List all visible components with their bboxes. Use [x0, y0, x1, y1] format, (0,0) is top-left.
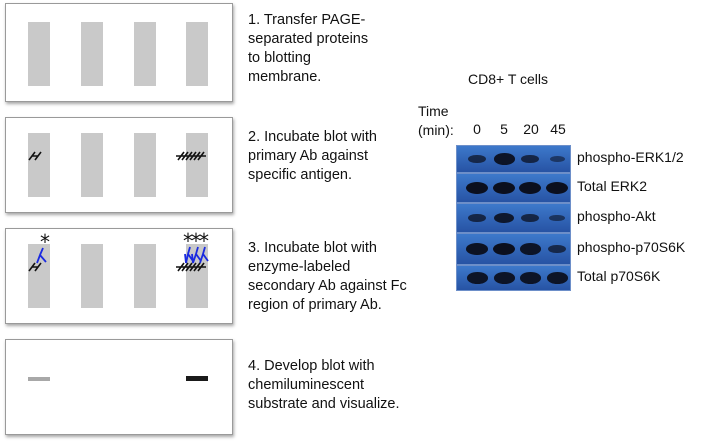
blot-strip: [456, 173, 571, 203]
blot-band: [546, 182, 568, 194]
gel-lane: [134, 133, 156, 197]
blot-row-label: phospho-p70S6K: [577, 239, 686, 255]
step-line: to blotting: [248, 50, 311, 66]
time-point-label: 20: [523, 121, 539, 137]
step-line: membrane.: [248, 69, 322, 85]
blot-band: [493, 243, 515, 255]
time-point-label: 0: [473, 121, 481, 137]
time-axis-label: Time (min):: [418, 102, 454, 140]
step-line: 4. Develop blot with: [248, 358, 375, 374]
step-4-text: 4. Develop blot with chemiluminescent su…: [248, 357, 458, 414]
gel-lane: [186, 22, 208, 86]
blot-band: [519, 182, 541, 194]
blot-band: [493, 153, 515, 165]
blot-band: [549, 155, 565, 163]
primary-antibody-icon: [176, 151, 206, 161]
gel-lane: [81, 22, 103, 86]
blot-row-label: Total p70S6K: [577, 268, 661, 284]
blot-band: [519, 272, 541, 284]
gel-lane: [134, 22, 156, 86]
step-line: substrate and visualize.: [248, 396, 400, 412]
gel-lane: [28, 22, 50, 86]
blot-band: [521, 154, 539, 164]
step-2-text: 2. Incubate blot with primary Ab against…: [248, 128, 458, 185]
step-line: enzyme-labeled: [248, 259, 351, 275]
secondary-antibody-icon: [36, 247, 47, 264]
developed-band-weak: [28, 377, 50, 381]
step-line: specific antigen.: [248, 167, 352, 183]
blot-strip: [456, 233, 571, 265]
blot-band: [521, 213, 539, 223]
blot-row-label: phospho-ERK1/2: [577, 149, 684, 165]
blot-band: [493, 272, 515, 284]
blot-band: [466, 182, 488, 194]
blot-band: [546, 272, 568, 284]
enzyme-star-icon: *: [183, 229, 193, 253]
primary-antibody-icon: [28, 262, 42, 272]
blot-band: [466, 272, 488, 284]
blot-band: [519, 243, 541, 255]
enzyme-star-icon: *: [40, 230, 50, 254]
blot-title: CD8+ T cells: [468, 71, 549, 87]
blot-band: [549, 214, 565, 222]
step-line: 1. Transfer PAGE-: [248, 12, 366, 28]
step-line: primary Ab against: [248, 148, 369, 164]
membrane-panel-4: [5, 339, 233, 435]
blot-band: [468, 213, 486, 223]
gel-lane: [28, 133, 50, 197]
blot-row-label: phospho-Akt: [577, 208, 656, 224]
blot-band: [493, 182, 515, 194]
step-line: 2. Incubate blot with: [248, 129, 377, 145]
primary-antibody-icon: [176, 262, 206, 272]
gel-lane: [134, 244, 156, 308]
developed-band-strong: [186, 376, 208, 381]
blot-strip: [456, 145, 571, 173]
step-line: secondary Ab against Fc: [248, 278, 407, 294]
gel-lane: [186, 133, 208, 197]
blot-band: [468, 154, 486, 164]
blot-strip: [456, 265, 571, 291]
step-3-text: 3. Incubate blot with enzyme-labeled sec…: [248, 239, 458, 315]
blot-band: [466, 243, 488, 255]
gel-lane: [81, 133, 103, 197]
time-point-label: 5: [500, 121, 508, 137]
step-1-text: 1. Transfer PAGE- separated proteins to …: [248, 11, 458, 87]
blot-band: [493, 212, 515, 224]
primary-antibody-icon: [28, 151, 42, 161]
blot-strip: [456, 203, 571, 233]
step-line: region of primary Ab.: [248, 297, 382, 313]
gel-lane: [81, 244, 103, 308]
membrane-panel-1: [5, 3, 233, 102]
enzyme-star-icon: *: [191, 229, 201, 253]
blot-row-label: Total ERK2: [577, 178, 648, 194]
blot-band: [548, 244, 566, 254]
time-label-line: (min):: [418, 122, 454, 138]
enzyme-star-icon: *: [199, 229, 209, 253]
step-line: chemiluminescent: [248, 377, 365, 393]
time-label-line: Time: [418, 103, 449, 119]
step-line: separated proteins: [248, 31, 369, 47]
time-point-label: 45: [550, 121, 566, 137]
membrane-panel-2: [5, 117, 233, 213]
step-line: 3. Incubate blot with: [248, 240, 377, 256]
membrane-panel-3: [5, 228, 233, 324]
secondary-antibody-icon: [184, 246, 209, 264]
